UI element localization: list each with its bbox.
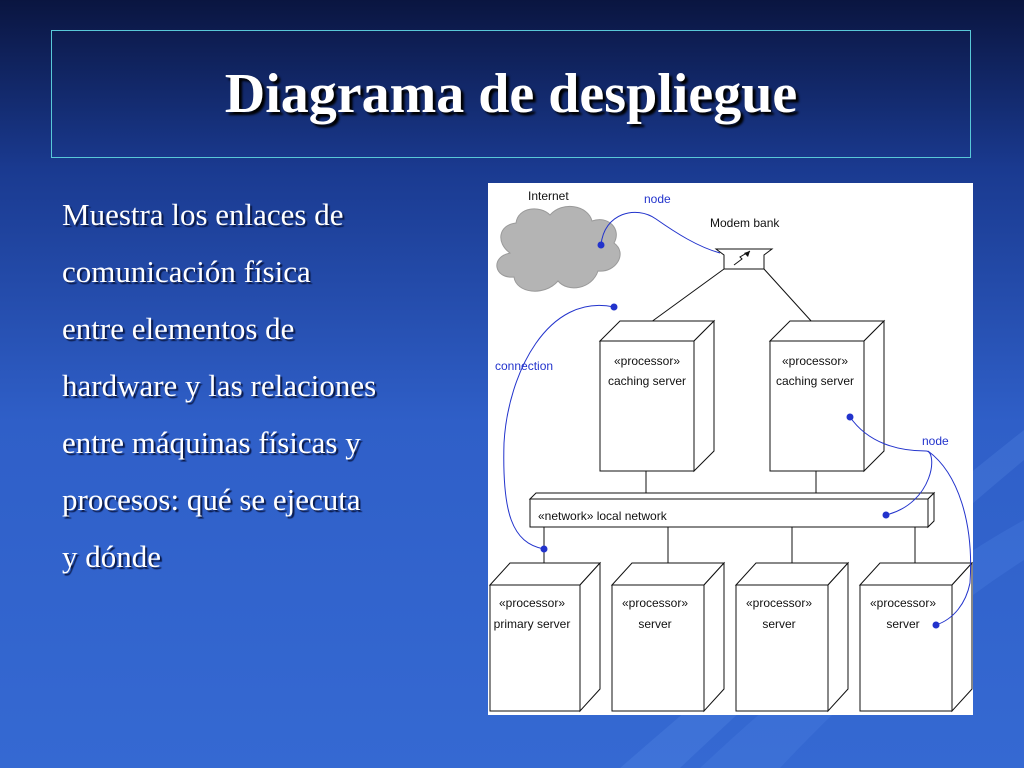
- local-network-node: [528, 491, 936, 529]
- slide-body: Muestra los enlaces de comunicación físi…: [62, 186, 462, 585]
- node-annotation-top: node: [644, 192, 671, 206]
- slide-title: Diagrama de despliegue: [224, 63, 798, 125]
- caching-server-name: caching server: [608, 374, 686, 388]
- server-name: server: [762, 617, 795, 631]
- caching-server-node-1: [598, 319, 716, 473]
- caching-server-stereotype: «processor»: [614, 354, 680, 368]
- server-name: server: [886, 617, 919, 631]
- server-name: server: [638, 617, 671, 631]
- body-line: procesos: qué se ejecuta: [62, 482, 361, 517]
- body-line: comunicación física: [62, 254, 311, 289]
- modem-bank-label: Modem bank: [710, 216, 780, 230]
- server-stereotype: «processor»: [622, 596, 688, 610]
- title-frame: Diagrama de despliegue: [51, 30, 971, 158]
- server-node-2: [610, 561, 726, 713]
- server-name: primary server: [494, 617, 571, 631]
- node-annotation-right: node: [922, 434, 949, 448]
- deployment-diagram: Internet Modem bank «processor» caching …: [488, 183, 973, 715]
- body-line: entre máquinas físicas y: [62, 425, 361, 460]
- server-stereotype: «processor»: [746, 596, 812, 610]
- caching-server-stereotype: «processor»: [782, 354, 848, 368]
- modem-bank: [714, 248, 774, 270]
- server-stereotype: «processor»: [499, 596, 565, 610]
- body-line: Muestra los enlaces de: [62, 197, 344, 232]
- server-node-1: [488, 561, 602, 713]
- network-label: «network» local network: [538, 509, 668, 523]
- body-line: entre elementos de: [62, 311, 295, 346]
- caching-server-node-2: [768, 319, 886, 473]
- server-node-3: [734, 561, 850, 713]
- server-stereotype: «processor»: [870, 596, 936, 610]
- deployment-diagram-svg: Internet Modem bank «processor» caching …: [488, 189, 973, 713]
- caching-server-name: caching server: [776, 374, 854, 388]
- server-node-4: [858, 561, 973, 713]
- body-line: hardware y las relaciones: [62, 368, 377, 403]
- internet-cloud: [496, 206, 621, 292]
- body-line: y dónde: [62, 539, 162, 574]
- connection-annotation: connection: [495, 359, 553, 373]
- internet-label: Internet: [528, 189, 569, 203]
- annotation-callouts: [503, 211, 972, 629]
